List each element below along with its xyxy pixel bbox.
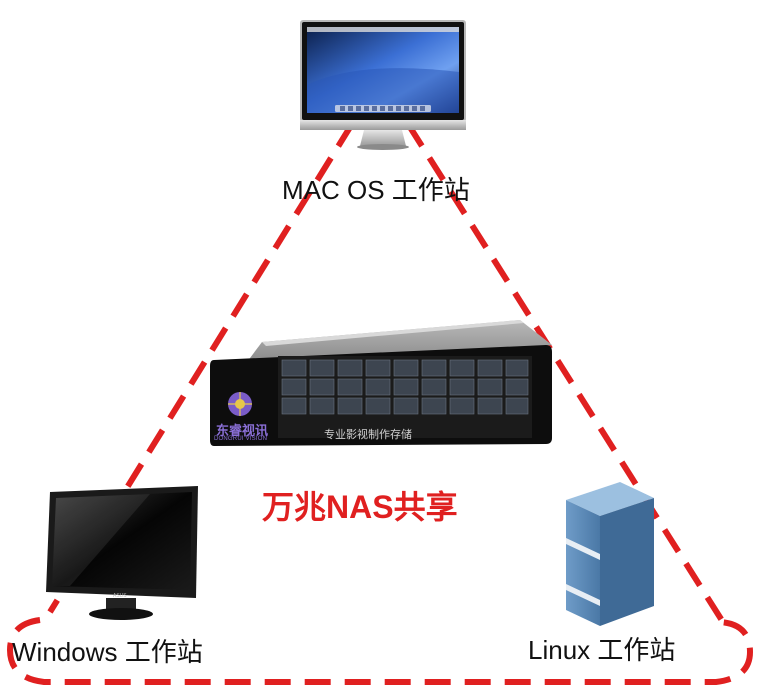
imac-monitor-icon [300,20,466,150]
svg-text:ASUS: ASUS [113,593,127,599]
lcd-monitor-icon: ASUS [46,486,198,620]
link-mac-to-windows [47,122,355,614]
tower-server-icon [566,482,654,626]
drive-bays [281,359,529,415]
brand-name-en: DONGRUI VISION [214,436,268,442]
connection-lines [6,122,754,685]
nas-share-title: 万兆NAS共享 [262,489,458,525]
linux-workstation-label: Linux 工作站 [528,635,676,665]
brand-logo-icon [228,392,252,416]
brand-name-cn: 东睿视讯 [216,423,269,438]
link-mac-to-linux [405,122,731,632]
windows-workstation-label: Windows 工作站 [12,637,203,667]
rack-nas-server-icon [210,320,552,446]
storage-slogan: 专业影视制作存储 [324,429,412,441]
mac-os-workstation-label: MAC OS 工作站 [282,175,470,205]
